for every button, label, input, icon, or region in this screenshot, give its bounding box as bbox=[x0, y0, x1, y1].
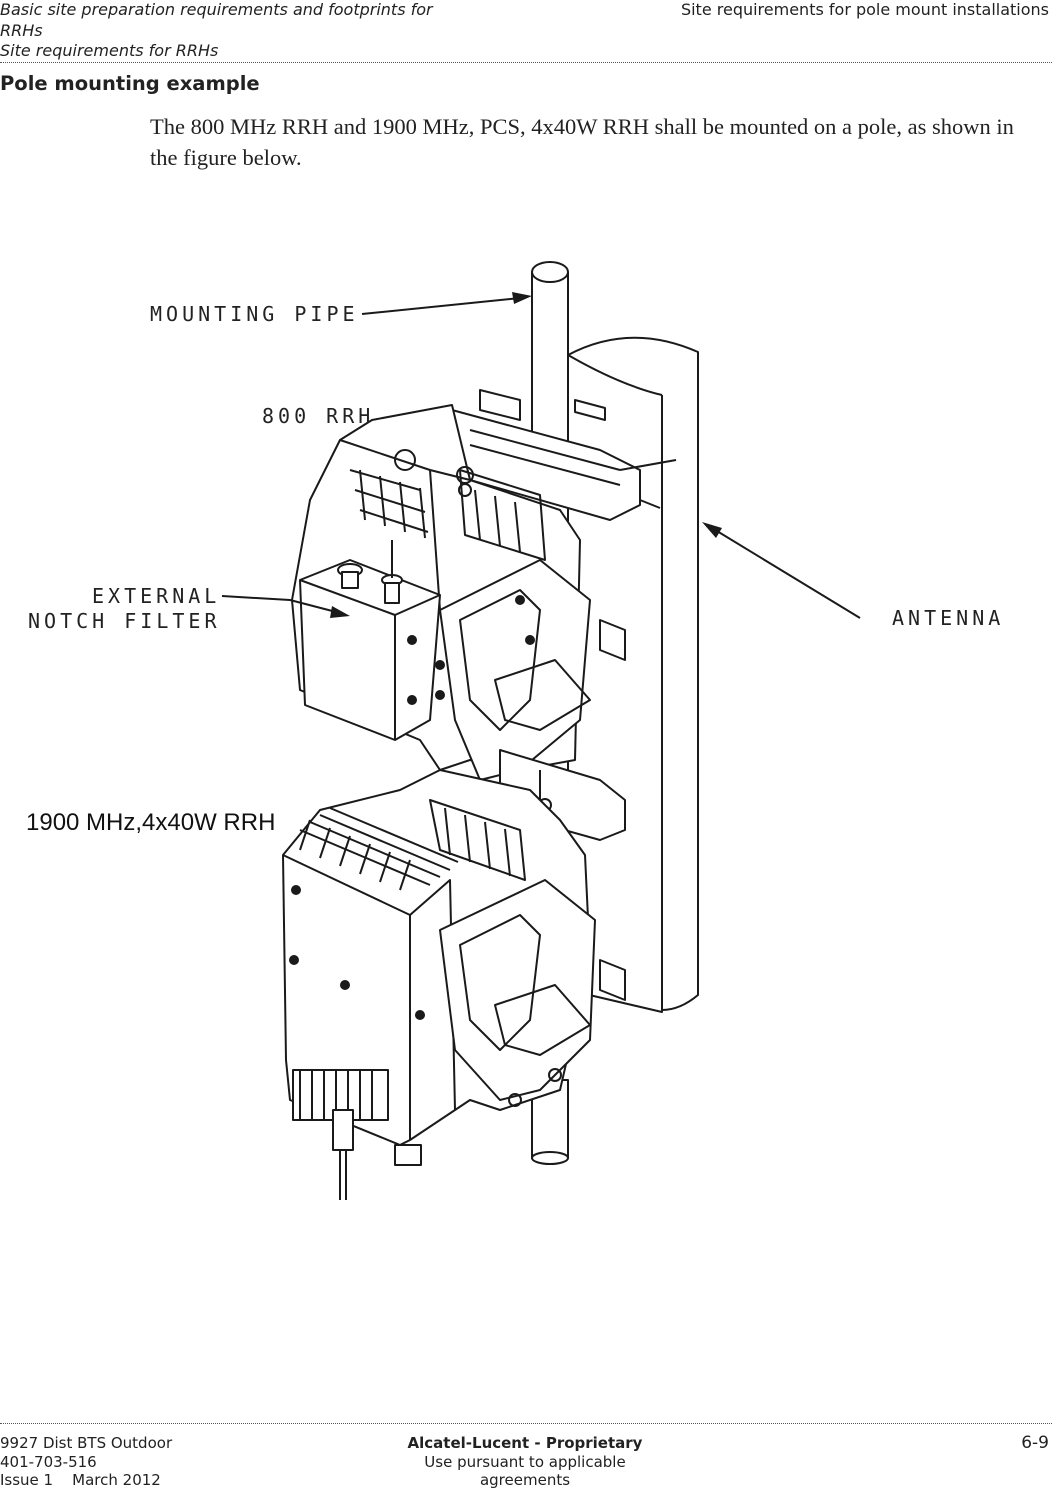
header-divider bbox=[0, 62, 1052, 63]
footer-proprietary: Alcatel-Lucent - Proprietary bbox=[407, 1434, 643, 1452]
rrh-1900-drawing bbox=[282, 769, 626, 1200]
running-header-left: Basic site preparation requirements and … bbox=[0, 0, 520, 62]
section-title: Pole mounting example bbox=[0, 72, 260, 95]
label-antenna: ANTENNA bbox=[892, 606, 1004, 630]
page-number: 6-9 bbox=[1021, 1433, 1049, 1453]
mounting-pipe-drawing bbox=[531, 261, 569, 1165]
running-header-right: Site requirements for pole mount install… bbox=[680, 0, 1049, 19]
footer-left: 9927 Dist BTS Outdoor 401-703-516 Issue … bbox=[0, 1434, 172, 1490]
body-paragraph: The 800 MHz RRH and 1900 MHz, PCS, 4x40W… bbox=[150, 114, 1014, 170]
footer-center: Alcatel-Lucent - Proprietary Use pursuan… bbox=[380, 1434, 670, 1490]
footer-product: 9927 Dist BTS Outdoor bbox=[0, 1434, 173, 1452]
footer-agreements: Use pursuant to applicable agreements bbox=[424, 1452, 626, 1490]
header-chapter-line2: RRHs bbox=[0, 20, 43, 40]
label-800-rrh: 800 RRH bbox=[262, 404, 374, 428]
footer-divider bbox=[0, 1423, 1052, 1424]
leader-lines bbox=[221, 297, 861, 619]
leader-arrowheads bbox=[330, 292, 722, 618]
header-chapter-line1: Basic site preparation requirements and … bbox=[0, 0, 433, 19]
pole-mount-figure: MOUNTING PIPE 800 RRH EXTERNAL NOTCH FIL… bbox=[0, 200, 1052, 1260]
notch-filter-drawing bbox=[299, 540, 441, 741]
pole-mount-drawing: MOUNTING PIPE 800 RRH EXTERNAL NOTCH FIL… bbox=[26, 261, 1004, 1200]
label-external-notch-line1: EXTERNAL bbox=[92, 584, 220, 608]
label-external-notch-line2: NOTCH FILTER bbox=[28, 609, 221, 633]
footer-issue: Issue 1 March 2012 bbox=[0, 1471, 161, 1489]
header-section: Site requirements for RRHs bbox=[0, 41, 219, 60]
upper-bracket-drawing bbox=[451, 389, 677, 521]
label-1900-rrh: 1900 MHz,4x40W RRH bbox=[26, 809, 275, 836]
footer-doc-number: 401-703-516 bbox=[0, 1452, 97, 1471]
label-mounting-pipe: MOUNTING PIPE bbox=[150, 302, 359, 326]
